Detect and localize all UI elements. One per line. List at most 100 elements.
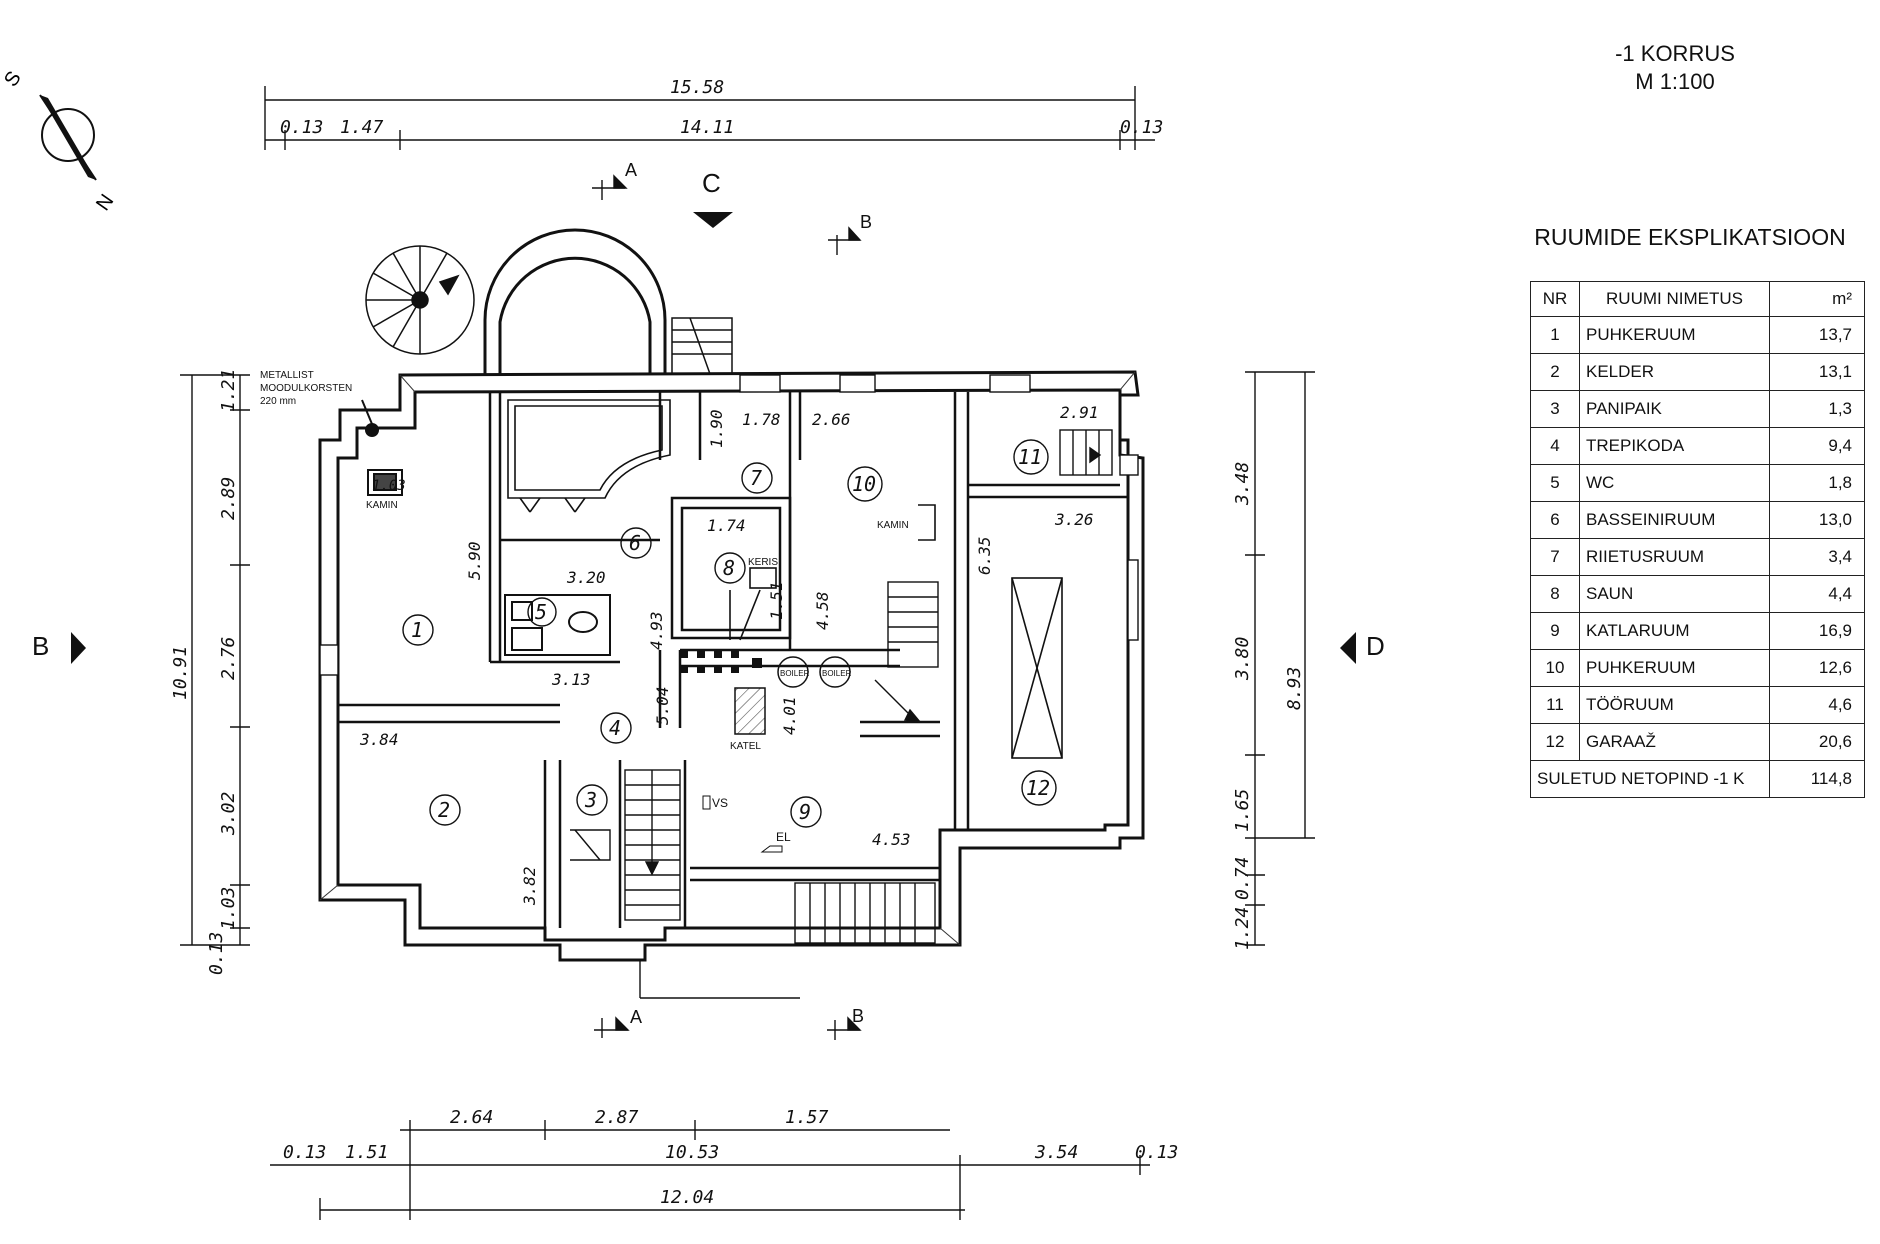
pool [507,399,671,513]
dim-right-3: 0.74 [1232,857,1253,900]
row-name: GARAAŽ [1579,723,1770,761]
svg-text:12: 12 [1026,776,1050,800]
section-b-top: B [828,212,872,255]
svg-text:2: 2 [438,798,450,822]
header-nr: NR [1530,281,1580,317]
room-number-5: 5 [527,597,557,627]
floor-label: -1 KORRUS [1615,41,1735,66]
svg-text:10: 10 [852,472,876,496]
chimney-label-2: MOODULKORSTEN [260,383,352,394]
outdoor-stair-north [671,317,733,375]
dim-r7-w: 1.78 [742,410,781,429]
kamin-room10 [918,504,936,541]
section-a-top: A [592,160,637,200]
row-name: BASSEINIRUUM [1579,501,1770,539]
dim-left-5: 0.13 [206,932,227,975]
dim-top-1: 1.47 [340,117,384,138]
row-name: PANIPAIK [1579,390,1770,428]
compass: N S [0,67,118,215]
dim-r9-w: 4.53 [872,830,911,849]
svg-text:3: 3 [584,788,597,812]
dim-bottom-upper-1: 2.87 [595,1107,639,1128]
sauna-stove [729,567,777,641]
row-nr: 10 [1530,649,1580,687]
row-name: TREPIKODA [1579,427,1770,465]
section-c-arrow [693,212,733,228]
dim-bottom-mid-0: 0.13 [283,1142,326,1163]
svg-text:A: A [625,160,637,180]
svg-text:A: A [630,1007,642,1027]
dim-r1-h: 5.90 [465,541,484,580]
row-area: 20,6 [1769,723,1865,761]
dim-r10-h: 4.58 [813,591,832,630]
row-name: WC [1579,464,1770,502]
row-name: TÖÖRUUM [1579,686,1770,724]
header-area: m² [1769,281,1865,317]
row-nr: 4 [1530,427,1580,465]
dim-r2-w: 3.84 [359,730,399,749]
dim-right-total: 8.93 [1284,667,1305,710]
svg-text:5: 5 [535,600,547,624]
vs-box [702,795,711,810]
room-number-4: 4 [600,712,632,744]
dim-bottom-total: 12.04 [660,1187,714,1208]
dim-r5-w: 3.20 [566,568,606,587]
svg-text:11: 11 [1018,445,1042,469]
interior-walls [338,392,1128,928]
shower-fixtures [680,650,762,673]
dim-left-2: 2.76 [218,637,239,680]
dim-bottom-mid-3: 3.54 [1034,1142,1078,1163]
kamin-label-1: KAMIN [366,500,398,511]
row-nr: 2 [1530,353,1580,391]
vs-label: VS [712,796,728,810]
sheet-title: -1 KORRUS M 1:100 [1540,40,1810,96]
room-number-11: 11 [1013,439,1049,475]
katel-hatch [734,687,766,735]
dim-r8-h: 1.51 [767,581,786,620]
dim-kamin-sq: 1.03 [372,478,406,494]
windows [319,374,1139,676]
dimension-lines [180,86,1315,1220]
section-b-left-label: B [32,631,49,661]
stair-room11 [1059,429,1113,476]
garage-skylight [1011,577,1063,759]
row-nr: 5 [1530,464,1580,502]
section-marks: C B D A B A B [32,160,1385,1040]
keris-label: KERIS [748,557,778,568]
scale-label: M 1:100 [1635,69,1715,94]
dim-right-2: 1.65 [1232,789,1253,832]
row-area: 13,7 [1769,316,1865,354]
dim-r6-h: 4.93 [647,611,666,650]
dim-bottom-upper-2: 1.57 [785,1107,829,1128]
dim-right-1: 3.80 [1232,637,1253,681]
dimension-texts: 15.58 0.13 1.47 14.11 0.13 2.64 2.87 1.5… [170,77,1305,1208]
outdoor-stair-south [794,882,936,944]
dim-r8-w: 1.74 [707,516,746,535]
dim-r12-h: 6.35 [975,536,994,575]
plan-labels: METALLIST MOODULKORSTEN 220 mm KAMIN KAM… [260,370,909,844]
room-numbers: 1 2 3 4 5 6 7 8 9 10 11 12 [402,439,1057,828]
boiler-label-2: BOILER [822,669,852,678]
row-nr: 1 [1530,316,1580,354]
dim-left-3: 3.02 [218,792,239,836]
header-name: RUUMI NIMETUS [1579,281,1770,317]
wall-thickness-hint [319,371,1136,946]
row-area: 12,6 [1769,649,1865,687]
section-a-bottom: A [594,1007,642,1038]
room-number-8: 8 [714,552,746,584]
dim-left-total: 10.91 [170,646,191,700]
room-number-7: 7 [741,462,773,494]
chimney-label-3: 220 mm [260,396,296,407]
room-number-1: 1 [402,614,434,646]
svg-text:B: B [860,212,872,232]
dim-right-0: 3.48 [1232,462,1253,506]
stair-room10 [874,581,939,723]
row-name: PUHKERUUM [1579,316,1770,354]
section-c-label: C [702,168,721,198]
kamin-room1 [361,399,403,496]
dim-top-3: 0.13 [1120,117,1163,138]
